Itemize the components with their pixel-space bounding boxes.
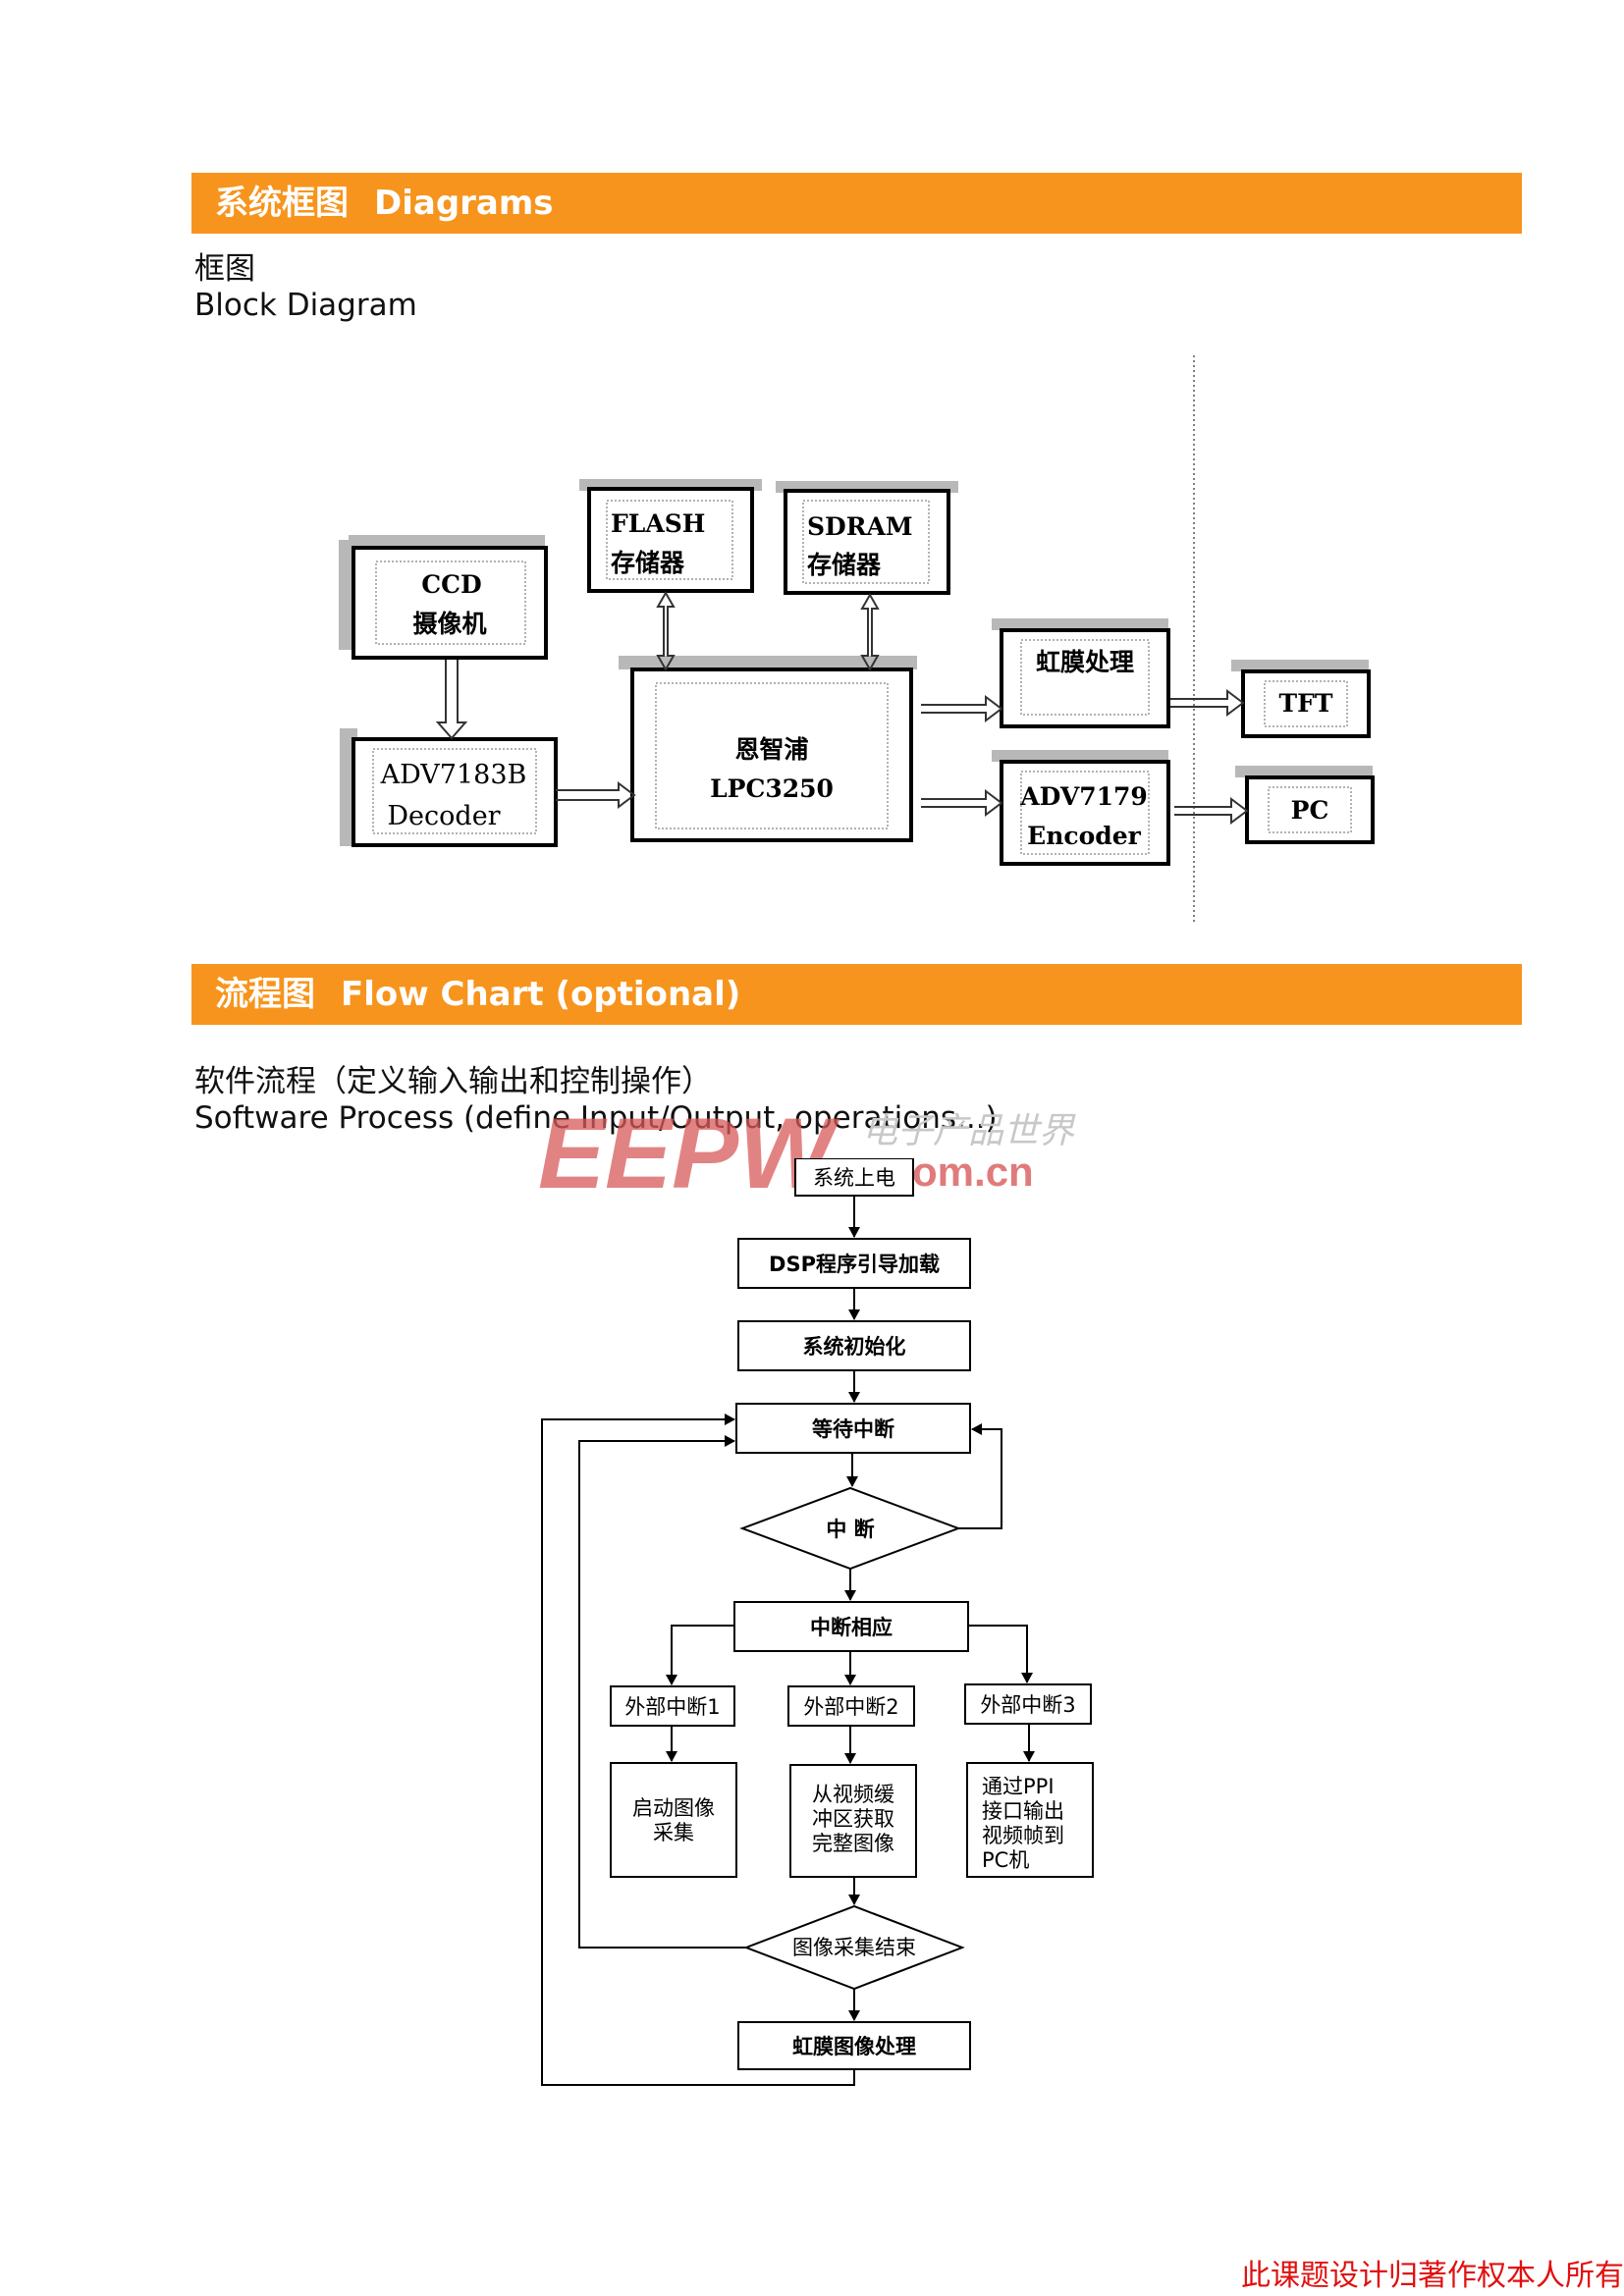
cpu-vendor-label: 恩智浦: [734, 735, 808, 764]
label-get-frame-1: 从视频缓: [812, 1783, 894, 1806]
tft-label: TFT: [1279, 689, 1333, 718]
label-ppi-out-2: 接口输出: [982, 1799, 1064, 1823]
section-title-en: Diagrams: [374, 184, 554, 223]
iris-label: 虹膜处理: [1036, 648, 1134, 676]
sdram-memory-label: 存储器: [807, 551, 882, 579]
label-capture-end: 图像采集结束: [792, 1936, 916, 1959]
caption-cn: 框图: [194, 251, 255, 287]
pc-label: PC: [1291, 796, 1329, 825]
flash-block: FLASH 存储器: [579, 479, 762, 593]
iris-processing-block: 虹膜处理: [992, 618, 1170, 728]
arrow-cpu-encoder: [921, 789, 1003, 817]
block-diagram-caption: 框图 Block Diagram: [194, 251, 417, 324]
box-ext-int-1: [610, 1685, 735, 1727]
arrow-decoder-cpu: [556, 781, 636, 809]
box-ppi-out: [966, 1762, 1094, 1878]
section-title-cn: 流程图: [215, 975, 315, 1014]
tft-block: TFT: [1231, 660, 1371, 738]
ccd-label: CCD: [421, 570, 481, 599]
label-get-frame-3: 完整图像: [812, 1832, 894, 1855]
label-iris-processing: 虹膜图像处理: [792, 2035, 916, 2058]
arrow-ccd-decoder: [435, 660, 468, 740]
block-diagram-arrows: [435, 590, 1249, 825]
decoder-label: Decoder: [387, 801, 500, 831]
arrow-iris-tft: [1170, 689, 1245, 717]
flash-memory-label: 存储器: [611, 549, 685, 577]
box-ext-int-3: [964, 1683, 1092, 1725]
flash-label: FLASH: [611, 509, 705, 538]
pc-block: PC: [1235, 766, 1375, 844]
label-power-on: 系统上电: [813, 1166, 895, 1190]
label-dsp-boot: DSP程序引导加载: [769, 1253, 940, 1276]
box-power-on: [794, 1158, 914, 1197]
box-ext-int-2: [787, 1685, 915, 1727]
label-int-response: 中断相应: [810, 1616, 893, 1639]
box-get-frame: [789, 1764, 917, 1878]
label-ppi-out-1: 通过PPI: [982, 1775, 1055, 1798]
block-diagram: CCD 摄像机 ADV7183B Decoder FLASH 存储器 SDRAM…: [339, 355, 1375, 923]
label-ext-int-3: 外部中断3: [980, 1693, 1075, 1717]
diamond-capture-end: [743, 1904, 965, 1991]
camera-label: 摄像机: [412, 610, 486, 638]
box-dsp-boot: [737, 1238, 971, 1289]
decoder-chip-label: ADV7183B: [380, 760, 527, 790]
label-capture-start-2: 采集: [653, 1821, 694, 1844]
decoder-block: ADV7183B Decoder: [340, 728, 558, 847]
arrow-encoder-pc: [1174, 797, 1249, 825]
arrow-cpu-iris: [921, 695, 1003, 722]
caption-en: Block Diagram: [194, 288, 417, 323]
cpu-block: 恩智浦 LPC3250: [619, 656, 917, 842]
box-int-response: [733, 1601, 969, 1652]
copyright-footer: 此课题设计归著作权本人所有: [1241, 2259, 1624, 2293]
box-wait-interrupt: [735, 1403, 971, 1454]
label-ppi-out-3: 视频帧到: [982, 1824, 1064, 1847]
encoder-block: ADV7179 Encoder: [992, 750, 1170, 866]
arrow-sdram-cpu: [860, 592, 880, 672]
label-capture-start-1: 启动图像: [632, 1796, 715, 1820]
label-ppi-out-4: PC机: [982, 1848, 1029, 1872]
label-interrupt: 中 断: [826, 1518, 874, 1541]
section-title-cn: 系统框图: [215, 184, 349, 223]
label-get-frame-2: 冲区获取: [812, 1807, 894, 1831]
label-ext-int-2: 外部中断2: [803, 1695, 898, 1719]
sdram-label: SDRAM: [807, 512, 913, 541]
caption-en: Software Process (define Input/Output, o…: [194, 1100, 998, 1136]
box-init: [737, 1320, 971, 1371]
label-wait-interrupt: 等待中断: [812, 1417, 894, 1441]
sdram-block: SDRAM 存储器: [776, 481, 958, 595]
caption-cn: 软件流程（定义输入输出和控制操作）: [194, 1064, 712, 1099]
flowchart: 系统上电 DSP程序引导加载 系统初始化 等待中断 中 断 中断相应 外部中断1…: [541, 1158, 1094, 2086]
flowchart-connectors: [541, 1196, 1035, 2086]
arrow-flash-cpu: [656, 590, 676, 672]
section-banner-flowchart: 流程图 Flow Chart (optional): [191, 964, 1522, 1025]
encoder-label: Encoder: [1027, 822, 1142, 850]
encoder-chip-label: ADV7179: [1019, 782, 1148, 811]
label-ext-int-1: 外部中断1: [624, 1695, 720, 1719]
cpu-model-label: LPC3250: [710, 774, 834, 803]
label-init: 系统初始化: [803, 1335, 906, 1359]
ccd-camera-block: CCD 摄像机: [339, 535, 548, 660]
section-title-en: Flow Chart (optional): [341, 975, 741, 1014]
box-capture-start: [610, 1762, 737, 1878]
box-iris-processing: [737, 2021, 971, 2070]
section-banner-diagrams: 系统框图 Diagrams: [191, 173, 1522, 234]
flowchart-caption: 软件流程（定义输入输出和控制操作） Software Process (defi…: [194, 1064, 998, 1137]
